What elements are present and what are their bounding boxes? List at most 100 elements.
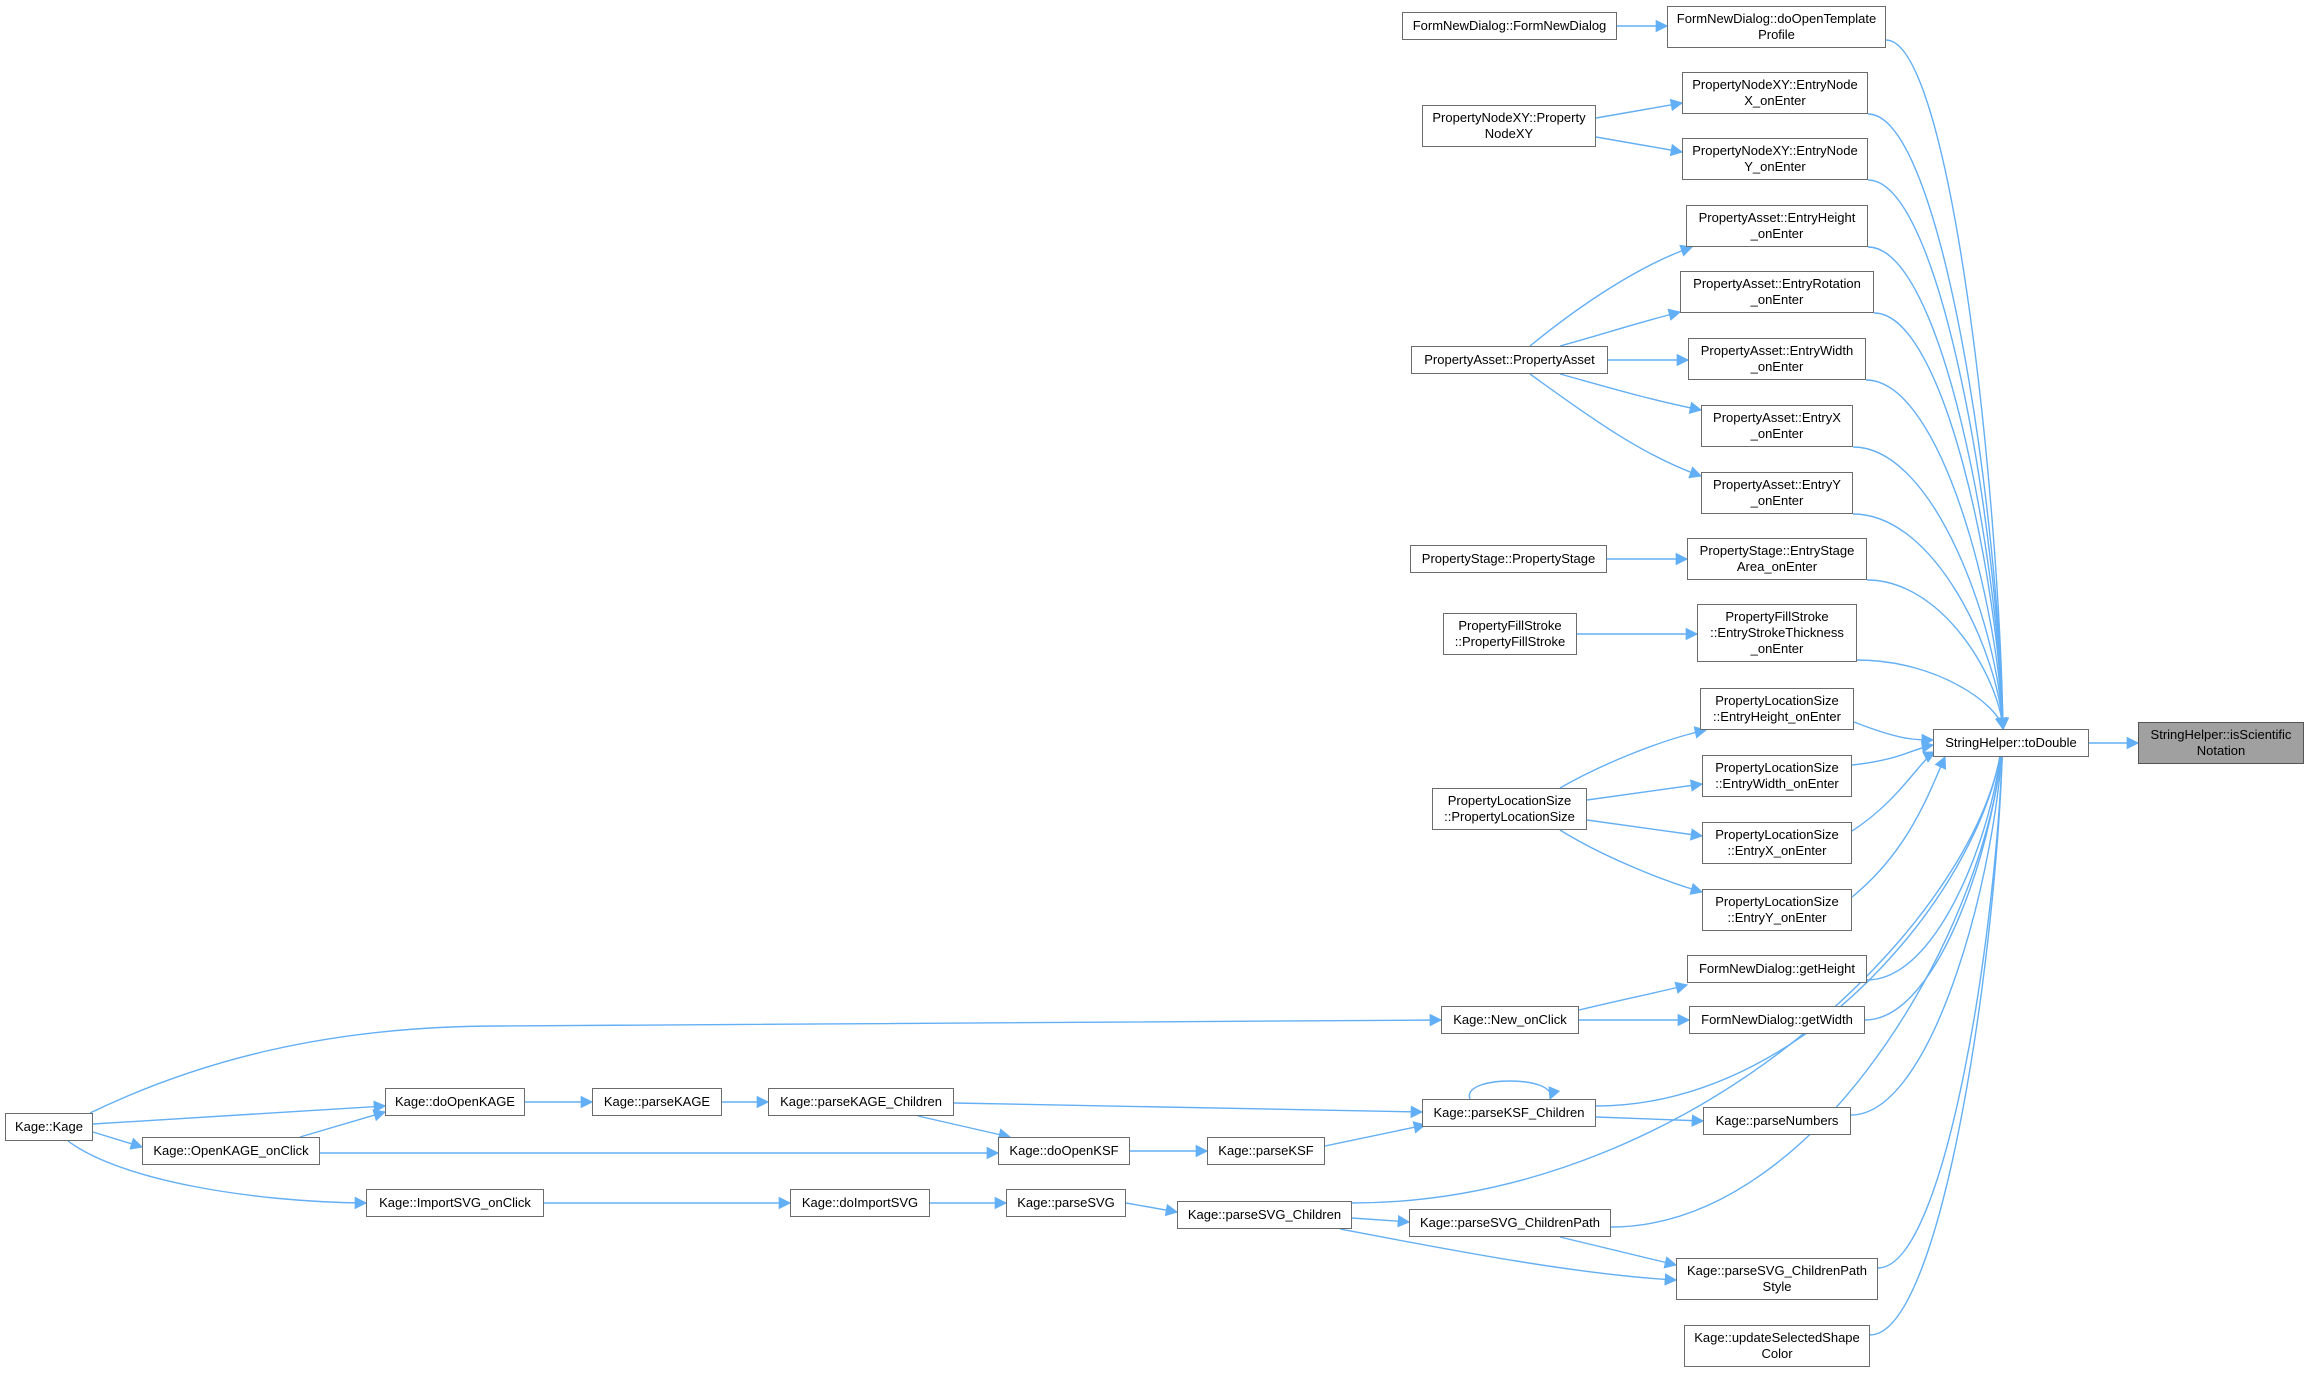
node-label: Kage::New_onClick [1453,1012,1567,1027]
edge-pnxyY-todouble [1867,179,2010,731]
node-kage-parsekage-children[interactable]: Kage::parseKAGE_Children [768,1088,954,1116]
edge-pactor-entryy [1529,373,1703,479]
edge-kage-newclick [89,1013,1443,1114]
edge-kage-openkageonclick [92,1131,144,1150]
edge-plsy-todouble [1851,755,1947,898]
edge-pnxyctor-entrynodey [1595,136,1684,157]
node-kage-parseksf[interactable]: Kage::parseKSF [1207,1137,1325,1165]
node-propertyasset-entryy-onenter[interactable]: PropertyAsset::EntryY _onEnter [1701,472,1853,514]
edge-parsesvg-parsesvgchildren [1125,1202,1179,1217]
node-label: Kage::doOpenKSF [1009,1143,1119,1158]
node-label: FormNewDialog::doOpenTemplate Profile [1676,11,1877,42]
edge-parsekagechildren-doopenksf [917,1115,1012,1141]
edge-parseksfchildren-parsenumbers [1595,1114,1705,1127]
edge-paH-todouble [1867,246,2010,731]
node-label: Kage::parseSVG_Children [1187,1207,1342,1222]
node-label: PropertyAsset::PropertyAsset [1424,352,1595,367]
node-label: PropertyAsset::EntryHeight _onEnter [1698,210,1856,241]
edge-plsx-todouble [1851,751,1937,832]
node-propertylocationsize-entryx-onenter[interactable]: PropertyLocationSize ::EntryX_onEnter [1702,822,1852,864]
node-label: PropertyLocationSize ::EntryX_onEnter [1715,827,1839,858]
node-label: FormNewDialog::getWidth [1701,1012,1853,1027]
edge-plsctor-entryx [1586,819,1704,841]
node-propertyasset-entryrotation-onenter[interactable]: PropertyAsset::EntryRotation _onEnter [1680,271,1874,313]
node-label: PropertyStage::EntryStage Area_onEnter [1699,543,1855,574]
node-label: Kage::ImportSVG_onClick [379,1195,531,1210]
node-label: StringHelper::isScientific Notation [2150,727,2292,758]
edge-parseksfchildren-self [1468,1080,1561,1101]
edge-svgchildren-childrenpathstyle [1339,1228,1678,1286]
edge-pactor-entryrotation [1559,308,1682,347]
edge-plsh-todouble [1853,721,1935,747]
node-kage-parsenumbers[interactable]: Kage::parseNumbers [1703,1107,1851,1135]
node-stringhelper-isscientificnotation: StringHelper::isScientific Notation [2138,722,2304,764]
node-label: PropertyFillStroke ::EntryStrokeThicknes… [1710,609,1844,656]
node-propertynodexy-propertynodexy[interactable]: PropertyNodeXY::Property NodeXY [1422,105,1596,147]
node-propertynodexy-entrynodey-onenter[interactable]: PropertyNodeXY::EntryNode Y_onEnter [1682,138,1868,180]
node-label: Kage::parseSVG_ChildrenPath Style [1687,1263,1867,1294]
node-kage-parsekage[interactable]: Kage::parseKAGE [592,1088,722,1116]
node-label: PropertyNodeXY::Property NodeXY [1432,110,1586,141]
node-label: Kage::parseNumbers [1715,1113,1839,1128]
edge-psArea-todouble [1866,579,2009,731]
node-kage-kage[interactable]: Kage::Kage [5,1113,93,1141]
edge-pfsThk-todouble [1856,659,2008,731]
node-propertylocationsize-entryy-onenter[interactable]: PropertyLocationSize ::EntryY_onEnter [1702,889,1852,931]
edge-plsctor-entryy [1559,829,1704,895]
node-propertylocationsize-entryheight-onenter[interactable]: PropertyLocationSize ::EntryHeight_onEnt… [1700,688,1854,730]
edge-fndOpenTpl-todouble [1885,39,2010,731]
edge-paR-todouble [1873,312,2009,731]
edge-parseksf-parseksfchildren [1324,1121,1427,1147]
node-label: Kage::Kage [15,1119,83,1134]
node-label: PropertyLocationSize ::EntryWidth_onEnte… [1715,760,1839,791]
node-kage-parsesvg[interactable]: Kage::parseSVG [1006,1189,1126,1217]
node-label: FormNewDialog::FormNewDialog [1412,18,1607,33]
node-kage-new-onclick[interactable]: Kage::New_onClick [1441,1006,1579,1034]
node-propertyfillstroke-entrystrokethickness-onenter[interactable]: PropertyFillStroke ::EntryStrokeThicknes… [1697,604,1857,662]
node-propertyasset-entrywidth-onenter[interactable]: PropertyAsset::EntryWidth _onEnter [1688,338,1866,380]
node-label: Kage::doImportSVG [801,1195,919,1210]
edge-paY-todouble [1852,513,2009,731]
node-kage-updateselectedshapecolor[interactable]: Kage::updateSelectedShape Color [1684,1325,1870,1367]
node-label: Kage::parseKSF_Children [1433,1105,1585,1120]
node-kage-parsesvg-childrenpathstyle[interactable]: Kage::parseSVG_ChildrenPath Style [1676,1258,1878,1300]
edge-svgchildren-childrenpath [1351,1214,1411,1228]
edge-newclick-getheight [1578,981,1689,1011]
node-kage-parseksf-children[interactable]: Kage::parseKSF_Children [1422,1099,1596,1127]
node-kage-parsesvg-childrenpath[interactable]: Kage::parseSVG_ChildrenPath [1409,1209,1611,1237]
node-label: PropertyFillStroke ::PropertyFillStroke [1454,618,1566,649]
node-label: PropertyLocationSize ::EntryY_onEnter [1715,894,1839,925]
edge-svgPath-todouble [1610,727,2010,1228]
node-propertyasset-entryx-onenter[interactable]: PropertyAsset::EntryX _onEnter [1701,405,1853,447]
edge-pnxyctor-entrynodex [1595,98,1684,119]
node-propertylocationsize-propertylocationsize[interactable]: PropertyLocationSize ::PropertyLocationS… [1432,788,1587,830]
edge-paX-todouble [1852,446,2009,731]
node-label: Kage::parseSVG [1017,1195,1115,1210]
node-stringhelper-todouble[interactable]: StringHelper::toDouble [1933,729,2089,757]
edge-plsw-todouble [1851,740,1935,766]
node-kage-parsesvg-children[interactable]: Kage::parseSVG_Children [1177,1201,1352,1229]
node-kage-importsvg-onclick[interactable]: Kage::ImportSVG_onClick [366,1189,544,1217]
node-propertyasset-entryheight-onenter[interactable]: PropertyAsset::EntryHeight _onEnter [1686,205,1868,247]
node-formnewdialog-formnewdialog[interactable]: FormNewDialog::FormNewDialog [1402,12,1617,40]
edge-kage-importsvgonclick [67,1140,368,1210]
node-formnewdialog-getwidth[interactable]: FormNewDialog::getWidth [1689,1006,1865,1034]
node-formnewdialog-getheight[interactable]: FormNewDialog::getHeight [1687,955,1867,983]
node-propertyfillstroke-propertyfillstroke[interactable]: PropertyFillStroke ::PropertyFillStroke [1443,613,1577,655]
node-propertystage-entrystagearea-onenter[interactable]: PropertyStage::EntryStage Area_onEnter [1687,538,1867,580]
node-propertynodexy-entrynodex-onenter[interactable]: PropertyNodeXY::EntryNode X_onEnter [1682,72,1868,114]
node-label: PropertyStage::PropertyStage [1421,551,1596,566]
node-kage-doopenksf[interactable]: Kage::doOpenKSF [998,1137,1130,1165]
node-kage-doimportsvg[interactable]: Kage::doImportSVG [790,1189,930,1217]
node-kage-doopenkage[interactable]: Kage::doOpenKAGE [385,1088,525,1116]
node-kage-openkage-onclick[interactable]: Kage::OpenKAGE_onClick [142,1137,320,1165]
node-propertyasset-propertyasset[interactable]: PropertyAsset::PropertyAsset [1411,346,1608,374]
node-propertylocationsize-entrywidth-onenter[interactable]: PropertyLocationSize ::EntryWidth_onEnte… [1702,755,1852,797]
edge-updColor-todouble [1869,727,2010,1336]
node-propertystage-propertystage[interactable]: PropertyStage::PropertyStage [1410,545,1607,573]
node-label: PropertyNodeXY::EntryNode Y_onEnter [1692,143,1858,174]
node-label: Kage::parseKSF [1218,1143,1314,1158]
node-label: PropertyNodeXY::EntryNode X_onEnter [1692,77,1858,108]
node-formnewdialog-doopentemplateprofile[interactable]: FormNewDialog::doOpenTemplate Profile [1667,6,1886,48]
